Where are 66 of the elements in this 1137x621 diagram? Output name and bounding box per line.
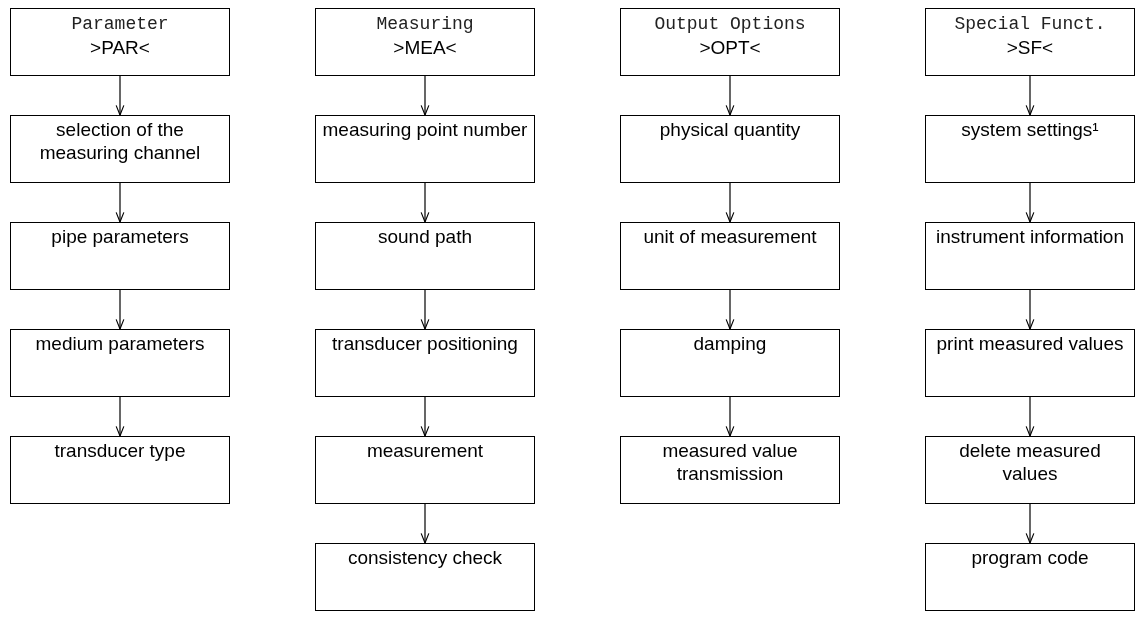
- process-box: [10, 222, 230, 290]
- arrow: [725, 289, 735, 330]
- process-box: [315, 543, 535, 611]
- process-box: [925, 436, 1135, 504]
- menu-header-box: [925, 8, 1135, 76]
- arrow: [420, 503, 430, 544]
- box-label: pipe parameters: [50, 225, 190, 248]
- box-label: medium parameters: [34, 332, 206, 355]
- arrow: [725, 75, 735, 116]
- process-box: [925, 222, 1135, 290]
- box-label: system settings¹: [960, 118, 1100, 141]
- box-label: program code: [970, 546, 1090, 569]
- process-box: [315, 115, 535, 183]
- menu-title: Parameter: [70, 13, 170, 36]
- box-label: sound path: [377, 225, 473, 248]
- arrow: [1025, 289, 1035, 330]
- process-box: [315, 222, 535, 290]
- box-label: selection of the measuring channel: [38, 118, 202, 164]
- process-box: [925, 115, 1135, 183]
- process-box: [10, 115, 230, 183]
- arrow: [1025, 396, 1035, 437]
- box-label: consistency check: [346, 546, 504, 569]
- box-label: damping: [692, 332, 768, 355]
- process-box: [10, 329, 230, 397]
- arrow: [725, 396, 735, 437]
- process-box: [315, 436, 535, 504]
- menu-code: >OPT<: [698, 36, 762, 59]
- process-box: [620, 222, 840, 290]
- arrow: [420, 396, 430, 437]
- menu-header-box: [315, 8, 535, 76]
- box-label: instrument information: [935, 225, 1125, 248]
- arrow: [725, 182, 735, 223]
- process-box: [315, 329, 535, 397]
- box-label: physical quantity: [658, 118, 802, 141]
- arrow: [1025, 75, 1035, 116]
- arrow: [115, 182, 125, 223]
- box-label: transducer type: [53, 439, 187, 462]
- arrow: [1025, 182, 1035, 223]
- arrow: [1025, 503, 1035, 544]
- menu-header-box: [620, 8, 840, 76]
- box-label: unit of measurement: [642, 225, 818, 248]
- menu-header-box: [10, 8, 230, 76]
- box-label: measuring point number: [321, 118, 529, 141]
- process-box: [620, 115, 840, 183]
- menu-code: >SF<: [1005, 36, 1055, 59]
- box-label: measured value transmission: [661, 439, 799, 485]
- menu-title: Output Options: [653, 13, 807, 36]
- box-label: delete measured values: [958, 439, 1102, 485]
- menu-code: >MEA<: [392, 36, 458, 59]
- process-box: [620, 329, 840, 397]
- process-box: [925, 543, 1135, 611]
- arrow: [115, 396, 125, 437]
- box-label: transducer positioning: [331, 332, 519, 355]
- menu-title: Special Funct.: [953, 13, 1107, 36]
- box-label: print measured values: [935, 332, 1125, 355]
- menu-title: Measuring: [375, 13, 475, 36]
- menu-code: >PAR<: [89, 36, 151, 59]
- process-box: [10, 436, 230, 504]
- box-label: measurement: [365, 439, 485, 462]
- process-box: [925, 329, 1135, 397]
- arrow: [420, 182, 430, 223]
- arrow: [115, 289, 125, 330]
- arrow: [420, 75, 430, 116]
- arrow: [420, 289, 430, 330]
- process-box: [620, 436, 840, 504]
- arrow: [115, 75, 125, 116]
